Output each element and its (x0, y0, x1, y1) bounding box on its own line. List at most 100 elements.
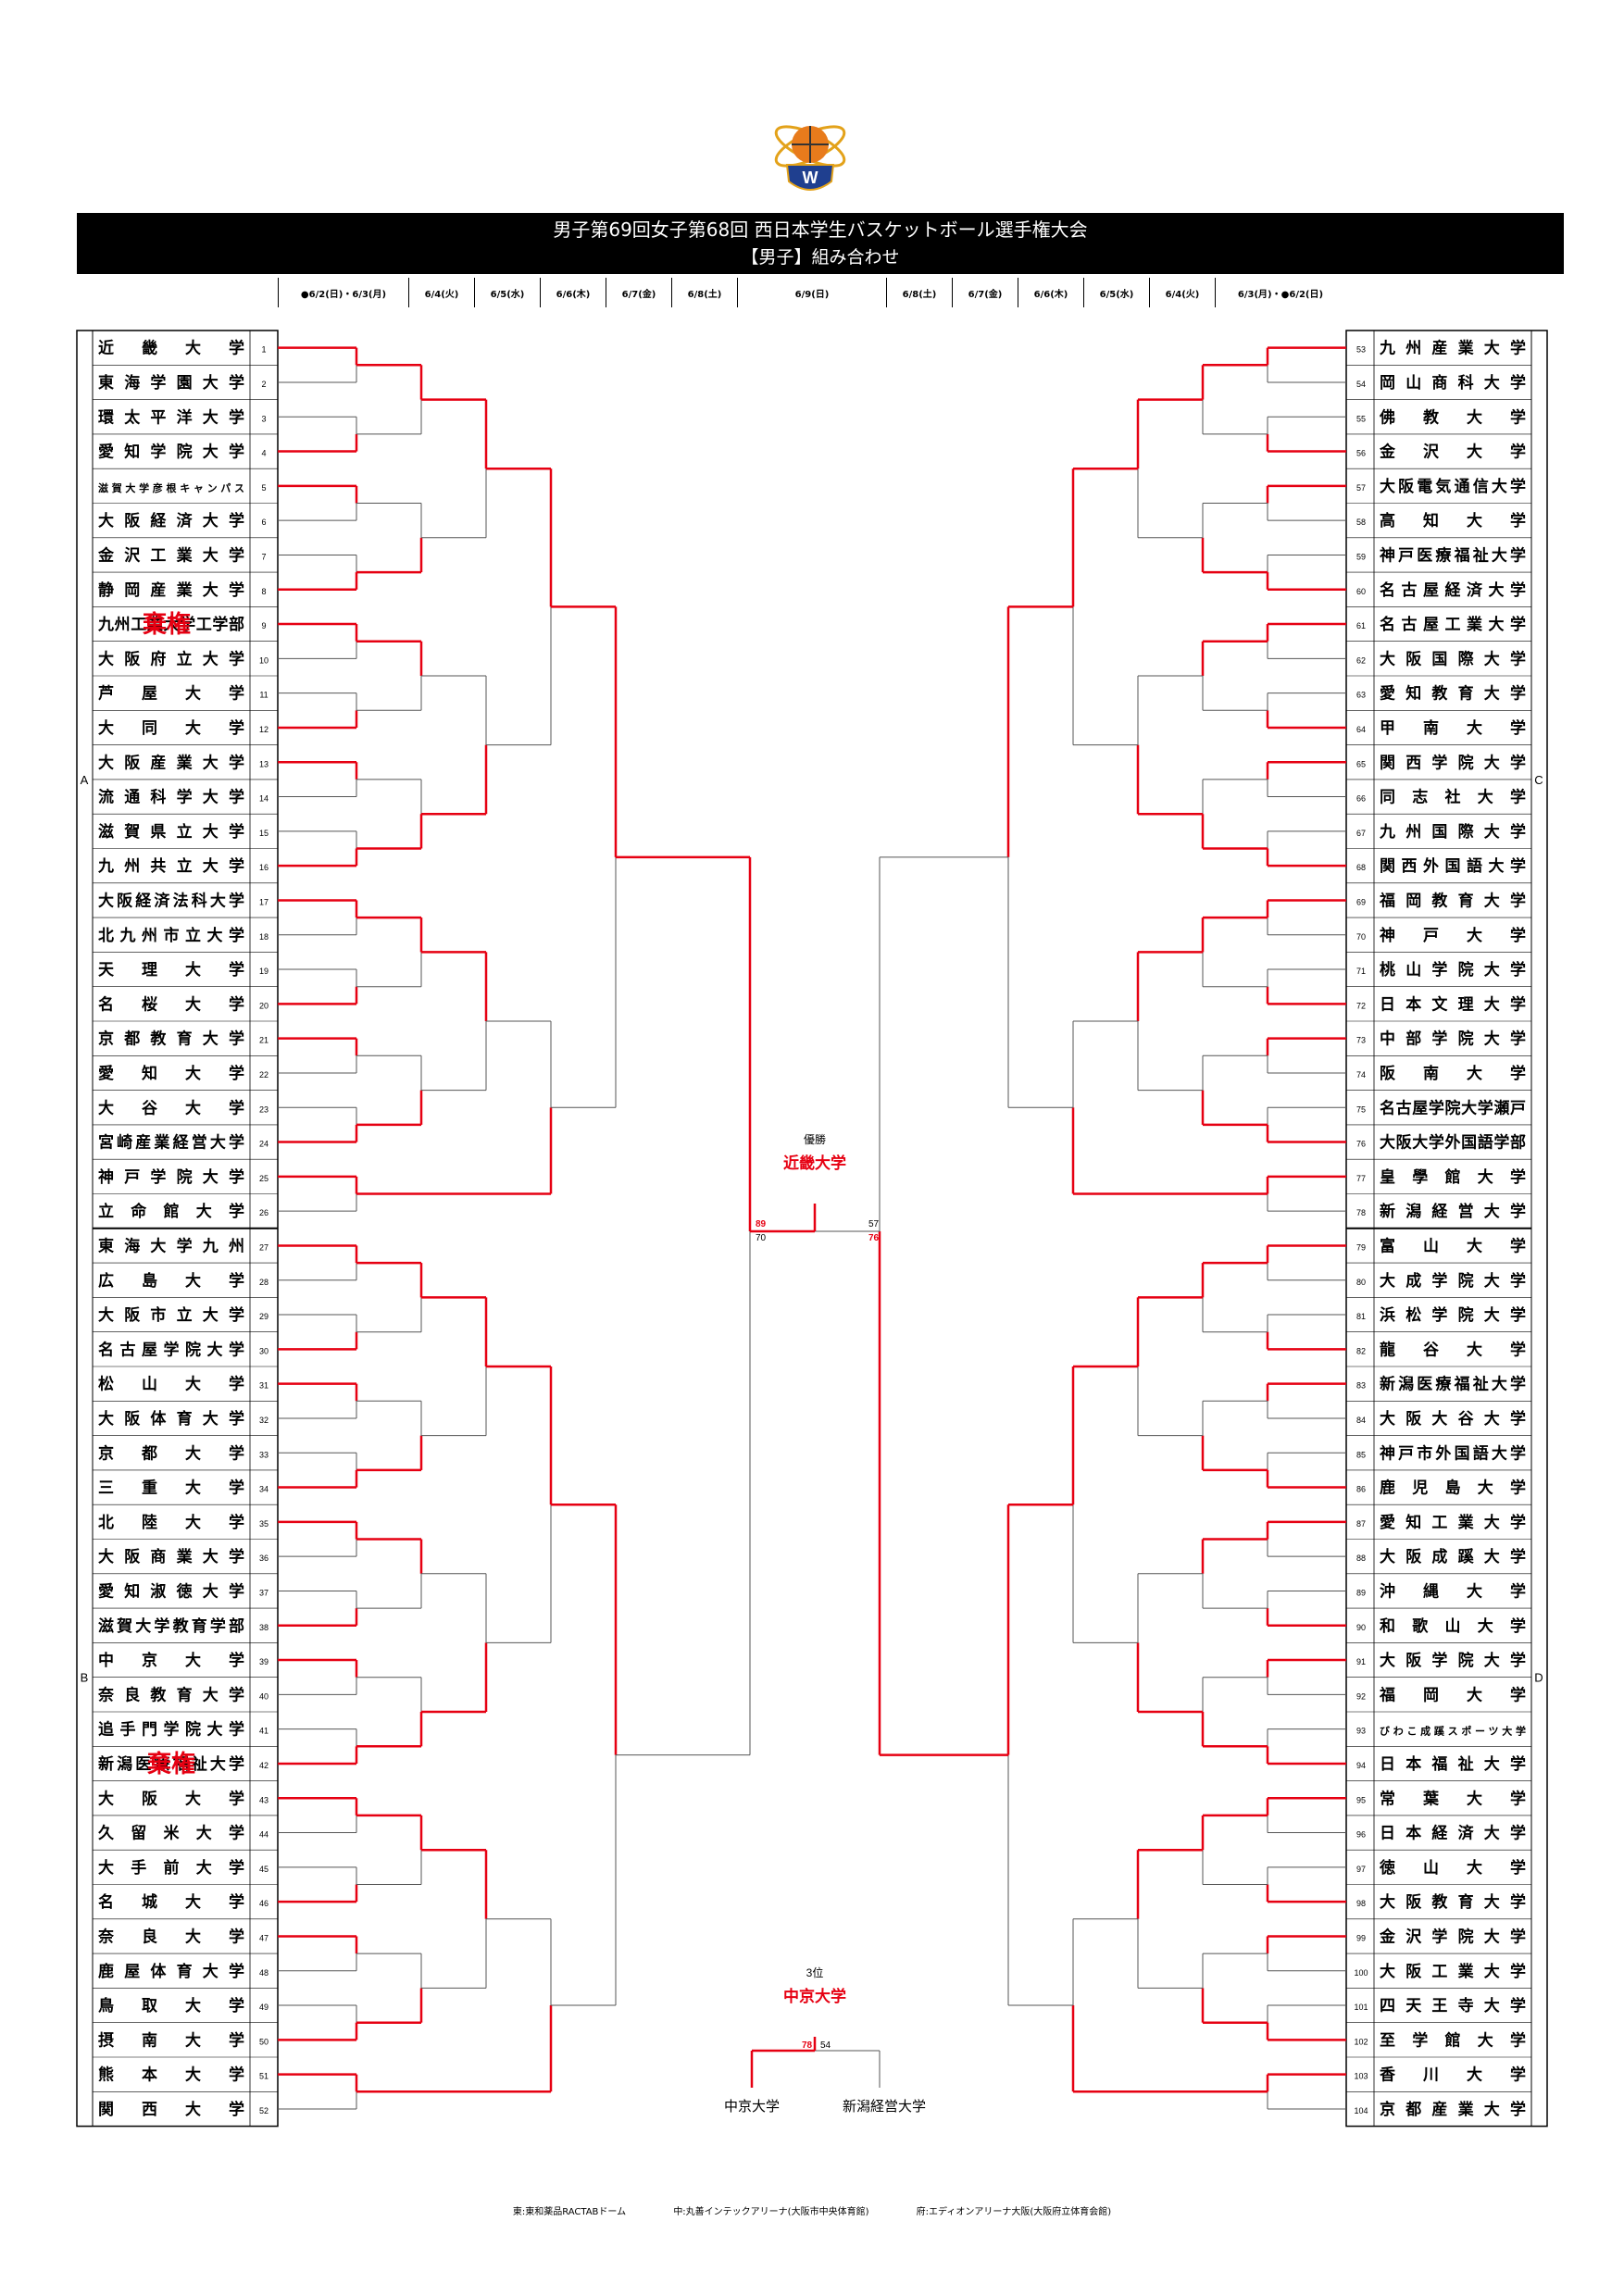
team-number: 15 (259, 829, 269, 838)
team-name: 中部学院大学 (1380, 1029, 1526, 1048)
team-name: 中京大学 (98, 1651, 244, 1669)
champion-label: 優勝 (804, 1132, 826, 1146)
team-name: 岡山商科大学 (1380, 373, 1526, 392)
third-score: 54 (820, 2040, 831, 2051)
team-name: 同志社大学 (1380, 788, 1526, 806)
team-number: 63 (1356, 691, 1366, 700)
date-cell: 6/6(木) (540, 278, 606, 307)
team-name: 京都教育大学 (98, 1029, 244, 1048)
team-name: 新潟経営大学 (1380, 1202, 1526, 1220)
team-number: 62 (1356, 655, 1366, 665)
team-name: 九州国際大学 (1379, 822, 1526, 841)
venue-prefecture: 府:エディオンアリーナ大阪(大阪府立体育会館) (916, 2207, 1112, 2217)
team-name: 奈良教育大学 (97, 1685, 244, 1703)
team-number: 56 (1356, 449, 1366, 458)
team-number: 12 (259, 725, 269, 734)
team-name: 鳥取大学 (98, 1996, 244, 2015)
team-name: 愛知教育大学 (1380, 684, 1526, 703)
team-name: 九州工業大学工学部 (97, 615, 244, 633)
team-number: 41 (259, 1727, 269, 1736)
team-number: 17 (259, 897, 269, 906)
team-number: 20 (259, 1001, 269, 1010)
team-name: 大阪商業大学 (98, 1547, 244, 1566)
team-number: 59 (1356, 552, 1366, 561)
team-name: 京都産業大学 (1380, 2100, 1526, 2118)
team-name: 常葉大学 (1380, 1789, 1526, 1807)
team-number: 89 (1356, 1588, 1366, 1597)
team-number: 23 (259, 1104, 269, 1114)
team-number: 103 (1354, 2072, 1368, 2081)
team-name: 四天王寺大学 (1380, 1996, 1526, 2015)
team-number: 78 (1356, 1208, 1366, 1217)
team-number: 88 (1356, 1554, 1366, 1563)
team-name: 東海学園大学 (98, 373, 244, 392)
team-name: 大阪府立大学 (98, 649, 244, 668)
team-name: 関西学院大学 (1380, 753, 1526, 771)
team-name: 追手門学院大学 (98, 1720, 244, 1739)
team-name: びわこ成蹊スポーツ大学 (1380, 1725, 1526, 1738)
team-number: 16 (259, 863, 269, 872)
team-name: 三重大学 (98, 1479, 244, 1497)
team-number: 72 (1356, 1001, 1366, 1010)
third-name: 中京大学 (783, 1987, 846, 2005)
withdrawn-mark: 棄権 (143, 610, 191, 638)
team-number: 86 (1356, 1485, 1366, 1494)
team-name: 立命館大学 (98, 1202, 244, 1220)
team-number: 104 (1354, 2106, 1368, 2115)
team-name: 名城大学 (98, 1892, 244, 1911)
team-name: 新潟医療福祉大学 (1380, 1375, 1526, 1393)
team-name: 名古屋工業大学 (1380, 615, 1526, 633)
team-name: 日本経済大学 (1380, 1824, 1526, 1842)
team-number: 94 (1356, 1761, 1366, 1770)
venue-legend: 東:東和薬品RACTABドーム 中:丸善インテックアリーナ(大阪市中央体育館) … (0, 2203, 1624, 2217)
team-number: 92 (1356, 1691, 1366, 1701)
team-name: 名古屋学院大学 (98, 1340, 244, 1358)
tournament-logo: W (774, 125, 846, 191)
team-number: 7 (261, 552, 266, 561)
team-number: 58 (1356, 518, 1366, 527)
third-team-left: 中京大学 (724, 2099, 780, 2115)
team-number: 54 (1356, 380, 1366, 389)
team-number: 40 (259, 1691, 269, 1701)
team-name: 滋賀大学教育学部 (98, 1616, 244, 1635)
date-cell: ●6/2(日)・6/3(月) (278, 278, 408, 307)
team-name: 流通科学大学 (98, 788, 244, 806)
team-number: 90 (1356, 1623, 1366, 1632)
team-number: 8 (261, 587, 266, 596)
team-name: 大手前大学 (98, 1858, 244, 1877)
team-number: 13 (259, 759, 269, 768)
team-name: 久留米大学 (98, 1824, 244, 1842)
team-name: 天理大学 (98, 960, 244, 979)
team-name: 甲南大学 (1380, 718, 1526, 737)
team-name: 環太平洋大学 (98, 407, 244, 426)
title-bar: 男子第69回女子第68回 西日本学生バスケットボール選手権大会 【男子】組み合わ… (77, 213, 1564, 274)
date-cell: 6/5(水) (1083, 278, 1149, 307)
team-name: 大成学院大学 (1380, 1271, 1526, 1290)
team-name: 大阪学院大学 (1380, 1651, 1526, 1669)
team-number: 76 (1356, 1140, 1366, 1149)
team-number: 29 (259, 1312, 269, 1321)
team-name: 龍谷大学 (1380, 1340, 1526, 1358)
team-name: 神戸学院大学 (98, 1167, 244, 1186)
team-name: 九州産業大学 (1379, 339, 1526, 357)
team-name: 神戸大学 (1380, 926, 1526, 944)
left-block-column (76, 330, 94, 2128)
block-label-b: B (81, 1671, 89, 1685)
team-name: 桃山学院大学 (1380, 960, 1526, 979)
team-name: 浜松学院大学 (1380, 1305, 1526, 1324)
team-number: 30 (259, 1346, 269, 1355)
team-name: 九州共立大学 (97, 856, 244, 875)
block-label-d: D (1534, 1671, 1543, 1685)
team-name: 神戸医療福祉大学 (1380, 545, 1526, 564)
team-number: 32 (259, 1416, 269, 1425)
date-cell: 6/8(土) (886, 278, 952, 307)
team-number: 57 (1356, 483, 1366, 493)
withdrawn-mark: 棄権 (147, 1750, 195, 1778)
team-number: 71 (1356, 967, 1366, 976)
team-name: 北陸大学 (98, 1513, 244, 1531)
team-number: 18 (259, 932, 269, 942)
team-number: 37 (259, 1588, 269, 1597)
team-name: 金沢学院大学 (1379, 1927, 1526, 1945)
team-number: 80 (1356, 1278, 1366, 1287)
